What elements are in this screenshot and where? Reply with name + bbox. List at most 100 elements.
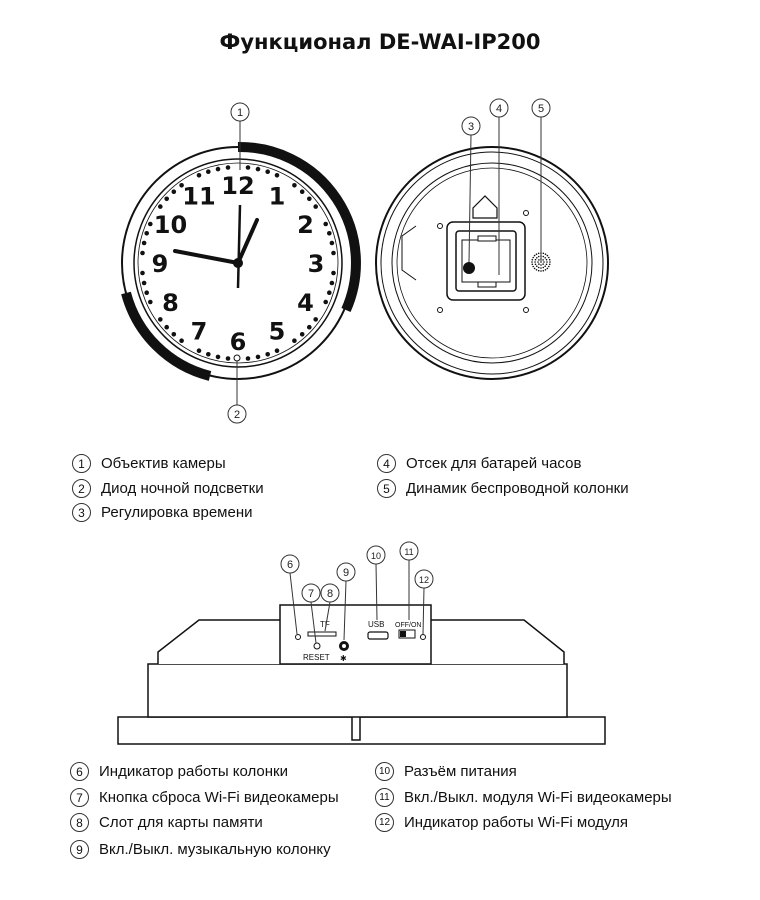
minute-dot xyxy=(196,348,202,354)
legend-item-4: 4 Отсек для батарей часов xyxy=(377,454,581,473)
hour-hand xyxy=(173,249,240,265)
speaker-hole xyxy=(542,255,545,258)
minute-dot xyxy=(215,354,221,360)
speaker-hole xyxy=(536,257,538,259)
speaker-hole xyxy=(538,263,540,265)
speaker-hole xyxy=(545,258,548,261)
legend-item-11: 11 Вкл./Выкл. модуля Wi-Fi видеокамеры xyxy=(375,788,672,807)
minute-dot xyxy=(171,332,177,337)
svg-text:USB: USB xyxy=(368,620,384,629)
minute-dot xyxy=(307,196,312,202)
speaker-hole xyxy=(548,256,550,259)
speaker-hole xyxy=(544,253,547,255)
minute-dot xyxy=(292,338,297,344)
legend-number: 7 xyxy=(70,788,89,807)
speaker-hole xyxy=(542,252,545,255)
speaker-hole xyxy=(542,259,544,261)
time-adjust-knob xyxy=(463,262,475,274)
speaker-hole xyxy=(543,261,545,263)
callout-6: 6 xyxy=(280,554,300,635)
svg-text:6: 6 xyxy=(287,559,293,571)
svg-text:9: 9 xyxy=(343,567,349,579)
minute-dots xyxy=(140,165,336,361)
legend-number: 9 xyxy=(70,840,89,859)
minute-dot xyxy=(329,240,335,246)
speaker-hole xyxy=(534,258,537,261)
speaker-hole xyxy=(532,265,534,268)
speaker-hole xyxy=(540,267,542,269)
minute-dot xyxy=(299,332,305,337)
minute-dot xyxy=(171,189,177,194)
legend-label: Объектив камеры xyxy=(101,455,226,472)
speaker-hole xyxy=(531,261,533,263)
speaker-hole xyxy=(534,261,536,263)
speaker-hole xyxy=(535,253,538,255)
clock-number: 3 xyxy=(308,250,325,278)
speaker-hole xyxy=(534,263,537,266)
minute-dot xyxy=(179,183,184,188)
speaker-hole xyxy=(537,261,539,263)
legend-label: Динамик беспроводной колонки xyxy=(406,480,629,497)
minute-dot xyxy=(141,240,147,246)
legend-label: Регулировка времени xyxy=(101,504,253,521)
speaker-hole xyxy=(542,263,544,265)
minute-dot xyxy=(313,204,319,209)
page-title: Функционал DE-WAI-IP200 xyxy=(219,30,541,54)
speaker-hole xyxy=(548,265,550,268)
svg-text:2: 2 xyxy=(234,409,240,421)
svg-text:3: 3 xyxy=(468,121,474,133)
callout-4: 4 xyxy=(489,98,509,275)
legend-item-2: 2 Диод ночной подсветки xyxy=(72,479,264,498)
speaker-hole xyxy=(548,263,551,266)
minute-dot xyxy=(255,166,261,172)
speaker-hole xyxy=(531,258,534,261)
legend-number: 12 xyxy=(375,813,394,832)
legend-item-9: 9 Вкл./Выкл. музыкальную колонку xyxy=(70,840,331,859)
svg-text:8: 8 xyxy=(327,588,333,600)
minute-hand xyxy=(236,218,259,265)
minute-dot xyxy=(265,169,271,174)
legend-label: Разъём питания xyxy=(404,763,517,780)
callout-12: 12 xyxy=(414,569,434,635)
minute-dot xyxy=(225,165,231,170)
clock-number: 12 xyxy=(221,172,254,200)
minute-dot xyxy=(265,352,271,357)
svg-text:5: 5 xyxy=(538,103,544,115)
clock-number: 4 xyxy=(297,289,314,317)
minute-dot xyxy=(196,173,202,178)
minute-dot xyxy=(331,250,336,256)
minute-dot xyxy=(245,165,251,170)
speaker-hole xyxy=(531,263,534,266)
speaker-hole xyxy=(537,269,540,272)
legend-item-6: 6 Индикатор работы колонки xyxy=(70,762,288,781)
speaker-hole xyxy=(540,270,542,272)
speaker-hole xyxy=(537,252,540,255)
clock-number: 5 xyxy=(269,318,286,346)
speaker-hole xyxy=(545,263,548,266)
minute-dot xyxy=(327,231,332,236)
legend-number: 11 xyxy=(375,788,394,807)
svg-text:✱: ✱ xyxy=(340,654,347,663)
minute-dot xyxy=(144,290,149,296)
speaker-hole xyxy=(544,257,546,259)
minute-dot xyxy=(245,356,251,361)
legend-label: Индикатор работы колонки xyxy=(99,763,288,780)
speaker-hole xyxy=(546,261,548,263)
speaker-hole xyxy=(542,266,545,269)
clock-number: 2 xyxy=(297,211,314,239)
clock-number: 8 xyxy=(162,289,179,317)
clock-number: 9 xyxy=(152,250,169,278)
speaker-hole xyxy=(549,261,551,263)
speaker-hole xyxy=(546,254,549,257)
minute-dot xyxy=(148,221,153,227)
svg-text:7: 7 xyxy=(308,588,314,600)
callout-10: 10 xyxy=(366,545,386,621)
legend-label: Слот для карты памяти xyxy=(99,814,263,831)
legend-label: Диод ночной подсветки xyxy=(101,480,264,497)
clock-back xyxy=(375,146,609,380)
legend-number: 10 xyxy=(375,762,394,781)
night-diode xyxy=(233,354,241,362)
minute-dot xyxy=(158,204,163,209)
callout-1: 1 xyxy=(230,102,250,170)
